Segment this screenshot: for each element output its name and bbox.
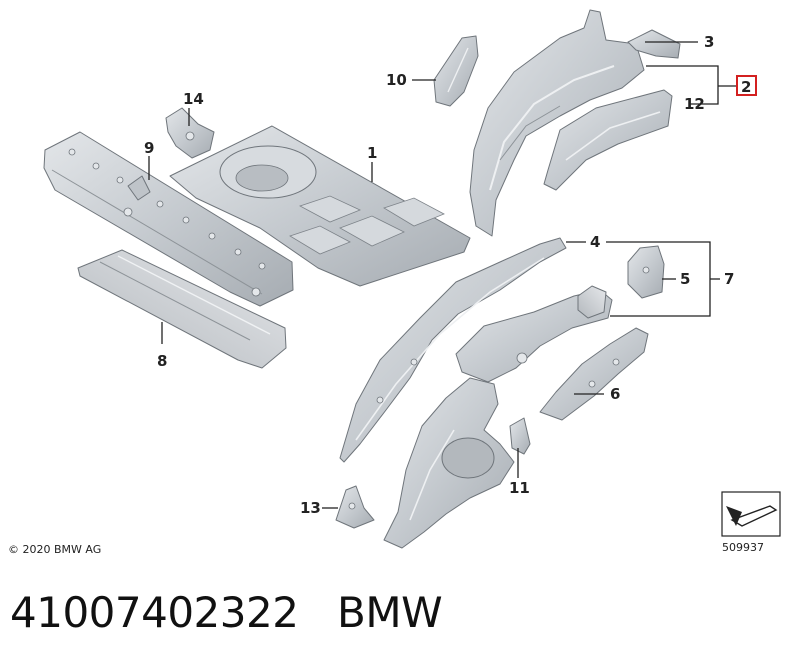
part-13-bracket[interactable] — [335, 485, 375, 529]
brand-name: BMW — [337, 588, 443, 637]
part-1-floor-pan[interactable] — [169, 125, 471, 287]
callout-3: 3 — [704, 33, 714, 51]
lower-wheelhouse-frame[interactable] — [383, 377, 515, 549]
callout-8: 8 — [157, 352, 167, 370]
callout-1: 1 — [367, 144, 377, 162]
callout-7: 7 — [724, 270, 734, 288]
part-2-wheelhouse-upper[interactable] — [469, 9, 645, 237]
leader-lines — [148, 41, 736, 509]
copyright-text: © 2020 BMW AG — [8, 543, 102, 556]
orientation-icon — [721, 491, 781, 537]
part-12-inner-panel[interactable] — [543, 89, 673, 191]
part-5-bracket[interactable] — [627, 245, 665, 299]
part-8-floor-crossmember[interactable] — [77, 249, 287, 369]
callout-2: 2 — [741, 78, 751, 96]
part-14-bracket[interactable] — [165, 107, 215, 159]
callout-12: 12 — [684, 95, 705, 113]
callout-14: 14 — [183, 90, 204, 108]
callout-6: 6 — [610, 385, 620, 403]
callout-13: 13 — [300, 499, 321, 517]
callout-4: 4 — [590, 233, 600, 251]
callout-10: 10 — [386, 71, 407, 89]
part-6-bracket[interactable] — [539, 327, 649, 421]
callout-9: 9 — [144, 139, 154, 157]
callout-2-highlight-box — [736, 75, 757, 96]
diagram-id: 509937 — [722, 541, 764, 554]
part-9-crossmember[interactable] — [43, 131, 294, 307]
callout-5: 5 — [680, 270, 690, 288]
part-3-plate[interactable] — [627, 29, 681, 59]
part-10-bracket[interactable] — [433, 35, 479, 107]
part-4-side-rail[interactable] — [339, 237, 567, 463]
part-number: 41007402322 — [10, 588, 299, 637]
callout-11: 11 — [509, 479, 530, 497]
part-caption: 41007402322 BMW — [10, 588, 443, 637]
part-11-bracket[interactable] — [509, 417, 531, 455]
